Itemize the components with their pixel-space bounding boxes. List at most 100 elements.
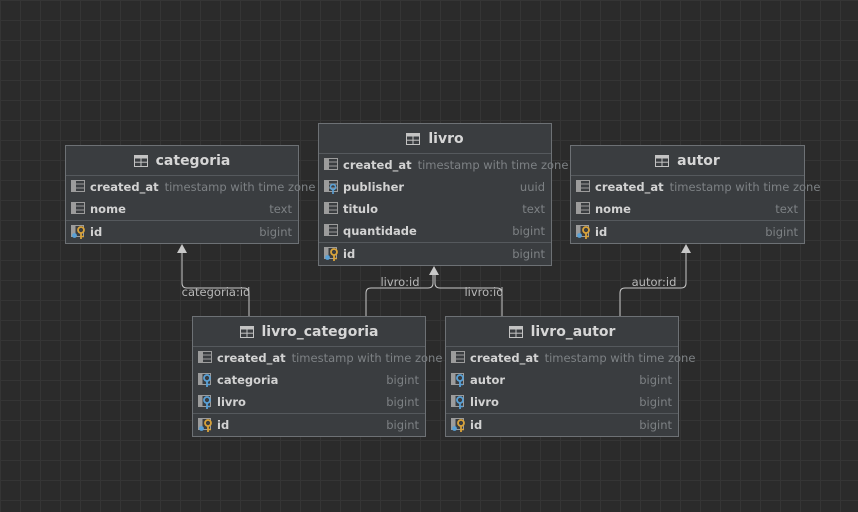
table-header[interactable]: autor [571,146,804,176]
table-categoria[interactable]: categoria created_at timestamp with time z… [65,145,315,244]
primary-key-icon [324,247,339,261]
column-row-created-at[interactable]: created_at timestamp with time zone [571,176,820,198]
arrow-to-autor [681,244,691,253]
primary-key-icon [576,225,591,239]
column-name: quantidade [343,224,417,238]
table-name: livro [428,130,464,147]
key-list: id bigint [319,243,551,265]
column-icon [576,202,591,216]
column-row-id[interactable]: id bigint [571,221,804,243]
column-type: bigint [639,373,672,387]
table-icon [406,132,421,145]
primary-key-icon [71,225,86,239]
table-livro-categoria[interactable]: livro_categoria created_at timestamp with … [192,316,442,437]
edge-livro-categoria-to-categoria [181,250,250,316]
column-row-livro[interactable]: livro bigint [193,391,425,413]
column-row-quantidade[interactable]: quantidade bigint [319,220,551,242]
edge-label-categoria-id: categoria:id [181,285,251,299]
column-type: uuid [519,180,545,194]
column-type: bigint [386,395,419,409]
column-type: bigint [639,395,672,409]
column-row-created-at[interactable]: created_at timestamp with time zone [446,347,695,369]
column-name: livro [470,395,499,409]
column-name: created_at [343,158,412,172]
foreign-key-icon [451,373,466,387]
column-name: autor [470,373,506,387]
table-name: categoria [155,152,231,169]
column-type: bigint [259,225,292,239]
column-icon [71,180,86,194]
column-icon [324,224,339,238]
column-name: created_at [90,180,159,194]
column-row-nome[interactable]: nome text [571,198,804,220]
column-icon [451,351,466,365]
column-icon [198,351,213,365]
edge-label-livro-id: livro:id [380,275,420,289]
column-icon [324,202,339,216]
column-row-created-at[interactable]: created_at timestamp with time zone [193,347,442,369]
table-name: autor [677,152,720,169]
column-icon [576,180,591,194]
column-name: created_at [595,180,664,194]
column-list: created_at timestamp with time zone nome te… [571,176,820,221]
indexed-column-icon [324,180,339,194]
column-type: bigint [765,225,798,239]
table-autor[interactable]: autor created_at timestamp with time zone n… [570,145,820,244]
column-type: timestamp with time zone [164,180,316,194]
column-type: bigint [386,373,419,387]
edge-livro-autor-to-livro [434,272,503,316]
table-icon [508,325,523,338]
table-livro-autor[interactable]: livro_autor created_at timestamp with time… [445,316,695,437]
column-row-livro[interactable]: livro bigint [446,391,678,413]
foreign-key-icon [198,373,213,387]
column-row-id[interactable]: id bigint [319,243,551,265]
column-name: id [343,247,356,261]
arrow-to-categoria [177,244,187,253]
column-type: bigint [512,224,545,238]
column-name: created_at [217,351,286,365]
column-name: id [595,225,608,239]
column-name: categoria [217,373,279,387]
column-type: timestamp with time zone [544,351,696,365]
column-name: publisher [343,180,405,194]
column-name: nome [595,202,631,216]
edge-livro-categoria-to-livro [365,272,434,316]
primary-key-icon [198,418,213,432]
column-icon [71,202,86,216]
column-type: timestamp with time zone [291,351,443,365]
foreign-key-icon [451,395,466,409]
column-name: id [470,418,483,432]
table-name: livro_autor [530,323,616,340]
column-name: titulo [343,202,378,216]
column-type: text [775,202,798,216]
column-row-created-at[interactable]: created_at timestamp with time zone [66,176,315,198]
column-name: livro [217,395,246,409]
table-header[interactable]: categoria [66,146,298,176]
column-row-autor[interactable]: autor bigint [446,369,678,391]
column-name: created_at [470,351,539,365]
edge-livro-autor-to-autor [619,250,687,316]
table-header[interactable]: livro_categoria [193,317,425,347]
column-list: created_at timestamp with time zone catego… [193,347,442,414]
column-row-publisher[interactable]: publisher uuid [319,176,551,198]
table-header[interactable]: livro_autor [446,317,678,347]
column-row-categoria[interactable]: categoria bigint [193,369,425,391]
table-header[interactable]: livro [319,124,551,154]
table-icon [239,325,254,338]
edge-label-livro-id: livro:id [464,285,504,299]
column-type: bigint [512,247,545,261]
column-type: timestamp with time zone [669,180,821,194]
